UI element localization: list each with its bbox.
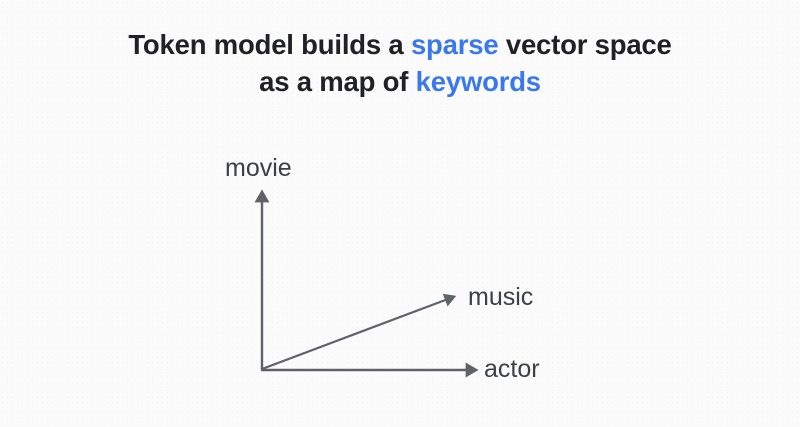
title-line-1-text-after: vector space	[498, 29, 672, 60]
axis-label-actor: actor	[484, 355, 540, 383]
title-line-1: Token model builds a sparse vector space	[0, 26, 800, 63]
title-line-2: as a map of keywords	[0, 63, 800, 100]
title-line-1-text-before: Token model builds a	[128, 29, 411, 60]
title-line-2-text-before: as a map of	[259, 66, 416, 97]
title-accent-keywords: keywords	[415, 66, 541, 97]
axis-label-music: music	[468, 283, 534, 311]
title-accent-sparse: sparse	[410, 29, 499, 60]
axis-label-movie: movie	[225, 154, 292, 182]
music-vector-arrow	[261, 293, 457, 371]
page-title: Token model builds a sparse vector space…	[0, 26, 800, 100]
